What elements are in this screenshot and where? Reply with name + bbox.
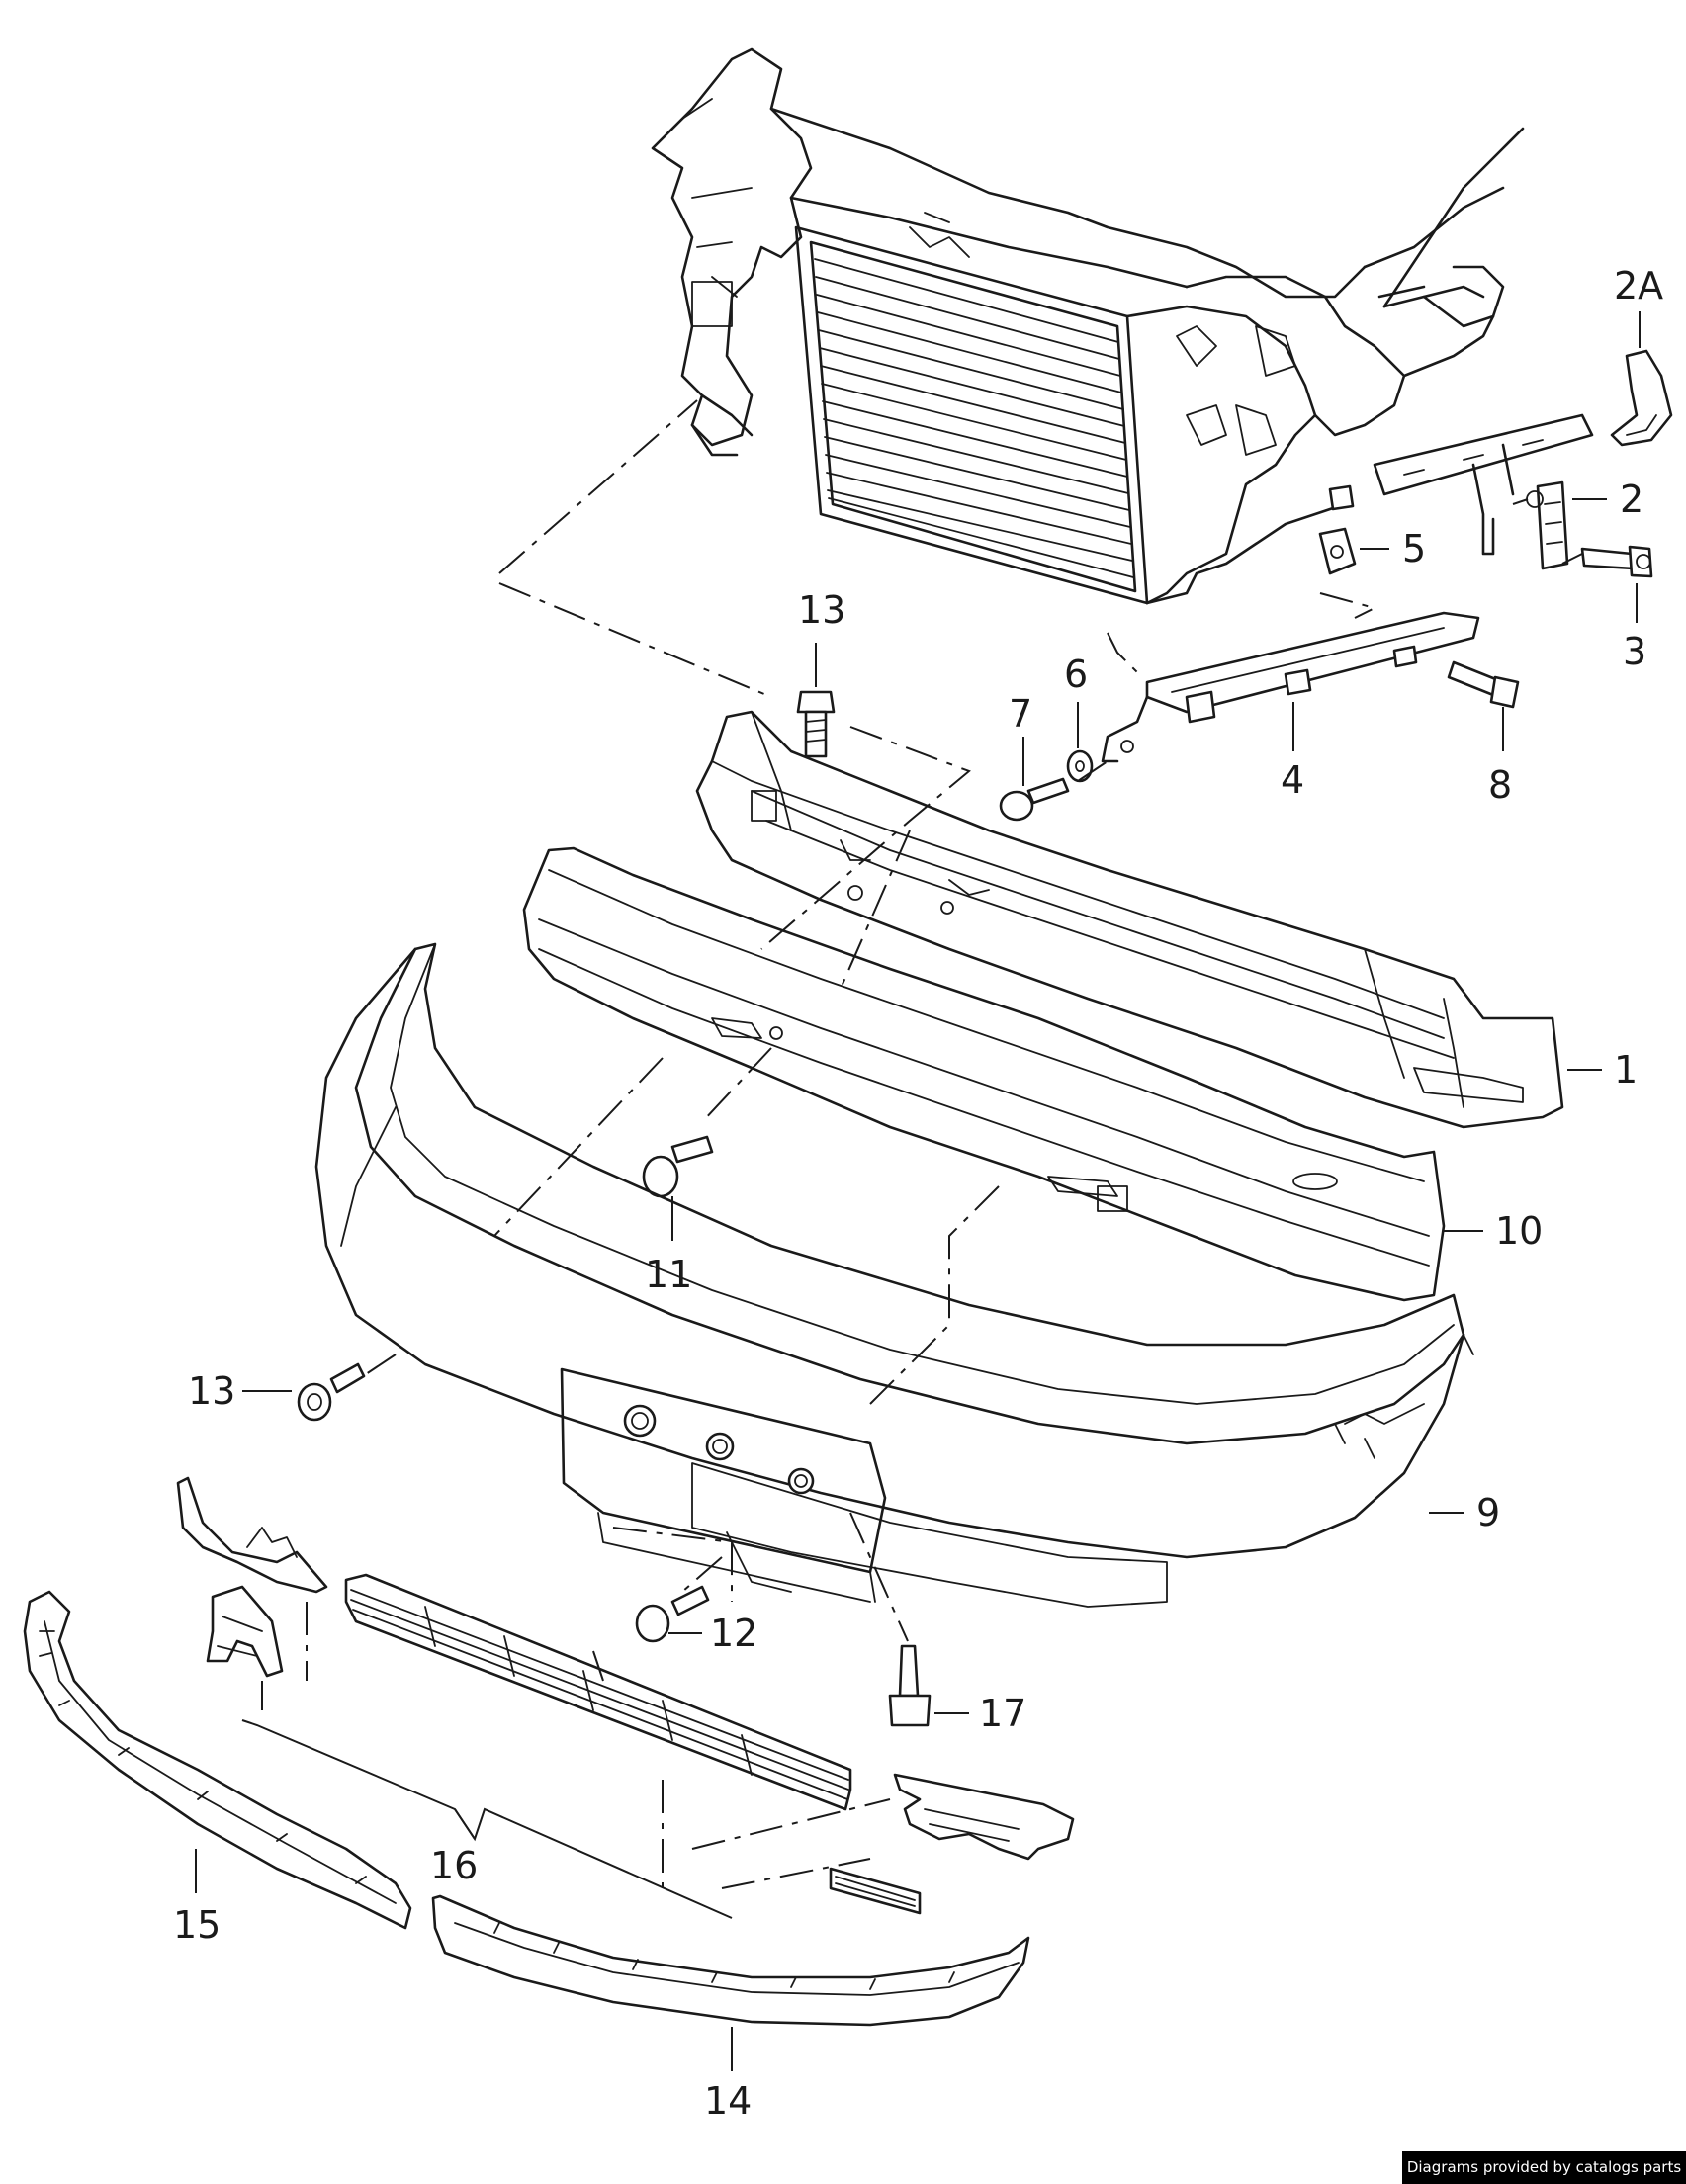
- part-1-bumper-reinforcement: [695, 710, 1564, 1129]
- part-16-group-bracket: [241, 1719, 733, 1919]
- callout-2: 2: [1620, 478, 1643, 521]
- callout-10: 10: [1495, 1209, 1543, 1253]
- part-13-bolt-top: [796, 690, 836, 758]
- callout-13-top: 13: [798, 588, 845, 632]
- part-14-spoiler-right: [431, 1894, 1030, 2027]
- part-9-bumper-cover: [314, 942, 1474, 1608]
- part-2a-clip: [1610, 349, 1673, 447]
- part-15-spoiler-left: [23, 1590, 412, 1930]
- part-11-screw: [642, 1135, 714, 1198]
- callout-8: 8: [1488, 763, 1512, 807]
- callout-6: 6: [1064, 653, 1088, 696]
- callout-labels: 2A 2 3 5 4 8 6 7 13 1 10 11 13 9 12 17 1…: [173, 264, 1663, 2123]
- callout-15: 15: [173, 1903, 221, 1947]
- diagram-credit: Diagrams provided by catalogs parts: [1402, 2151, 1686, 2184]
- callout-17: 17: [979, 1692, 1026, 1735]
- radiator-fins: [814, 258, 1134, 578]
- assembly-lines: [261, 399, 1583, 1898]
- callout-7: 7: [1009, 692, 1032, 736]
- part-8-screw: [1447, 660, 1520, 709]
- callout-16: 16: [430, 1844, 478, 1887]
- part-12-screw: [635, 1585, 710, 1643]
- callout-4: 4: [1281, 758, 1304, 802]
- part-3-screw: [1580, 545, 1653, 578]
- part-6-washer: [1066, 749, 1094, 783]
- part-13-bolt-left: [297, 1362, 366, 1422]
- callout-1: 1: [1614, 1048, 1638, 1092]
- callout-9: 9: [1476, 1491, 1500, 1534]
- callout-14: 14: [704, 2079, 752, 2123]
- leader-lines: [195, 311, 1641, 2071]
- part-17-screw: [888, 1644, 932, 1727]
- callout-13-left: 13: [188, 1369, 235, 1413]
- part-10-energy-absorber: [522, 846, 1446, 1302]
- callout-2a: 2A: [1614, 264, 1663, 307]
- callout-3: 3: [1623, 630, 1646, 673]
- part-16-grille: [176, 1476, 1075, 1915]
- part-7-screw: [999, 777, 1070, 822]
- callout-11: 11: [645, 1253, 692, 1296]
- part-4-mounting-rail: [1101, 611, 1480, 763]
- callout-12: 12: [710, 1612, 757, 1655]
- callout-5: 5: [1402, 527, 1426, 570]
- front-end-carrier-radiator: [651, 47, 1594, 605]
- part-2-bracket: [1526, 480, 1569, 570]
